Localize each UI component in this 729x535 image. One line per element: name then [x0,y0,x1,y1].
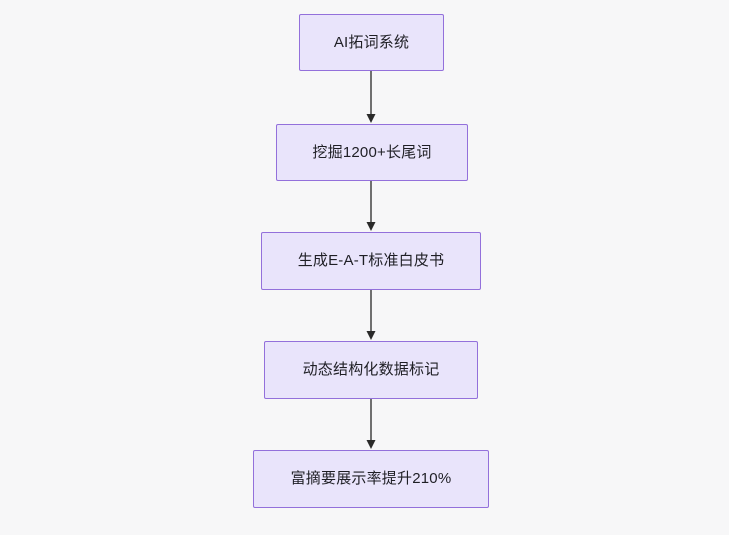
flow-node-label: 挖掘1200+长尾词 [312,143,432,161]
flow-node-label: 动态结构化数据标记 [302,361,440,378]
flow-node-label: AI拓词系统 [333,33,410,51]
flow-node-rich-snippet-result[interactable]: 富摘要展示率提升210% [253,450,489,508]
flow-node-structured-data-markup[interactable]: 动态结构化数据标记 [264,341,478,399]
flow-node-label: 富摘要展示率提升210% [290,470,452,487]
flow-node-label: 生成E-A-T标准白皮书 [297,252,445,269]
flow-node-mine-longtail[interactable]: 挖掘1200+长尾词 [276,124,468,181]
flow-node-ai-keyword-system[interactable]: AI拓词系统 [299,14,444,71]
flow-node-eat-whitepaper[interactable]: 生成E-A-T标准白皮书 [261,232,481,290]
